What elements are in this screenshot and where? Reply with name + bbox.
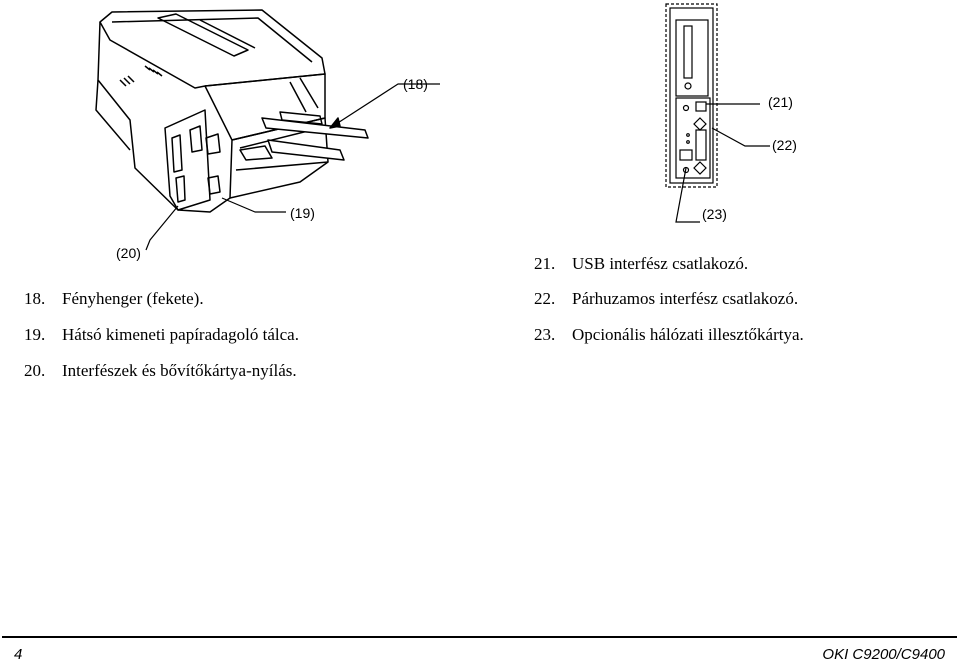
list-item-text: Interfészek és bővítőkártya-nyílás. bbox=[62, 361, 297, 380]
callout-19: (19) bbox=[290, 205, 315, 221]
list-item-number: 19. bbox=[24, 325, 46, 344]
page-number: 4 bbox=[14, 646, 23, 663]
list-item-number: 22. bbox=[534, 289, 556, 308]
list-item-number: 21. bbox=[534, 254, 556, 273]
list-item-19: 19. Hátsó kimeneti papíradagoló tálca. bbox=[24, 325, 299, 345]
list-item-number: 20. bbox=[24, 361, 46, 380]
list-item-20: 20. Interfészek és bővítőkártya-nyílás. bbox=[24, 361, 297, 381]
list-item-text: Hátsó kimeneti papíradagoló tálca. bbox=[62, 325, 299, 344]
list-item-text: Opcionális hálózati illesztőkártya. bbox=[572, 325, 804, 344]
list-item-text: USB interfész csatlakozó. bbox=[572, 254, 749, 273]
callout-20: (20) bbox=[116, 245, 141, 261]
list-item-text: Fényhenger (fekete). bbox=[62, 289, 204, 308]
list-item-number: 18. bbox=[24, 289, 46, 308]
list-item-18: 18. Fényhenger (fekete). bbox=[24, 289, 204, 309]
list-item-23: 23. Opcionális hálózati illesztőkártya. bbox=[534, 325, 804, 345]
callout-23: (23) bbox=[702, 206, 727, 222]
callout-18: (18) bbox=[403, 76, 428, 92]
callout-22: (22) bbox=[772, 137, 797, 153]
callout-21: (21) bbox=[768, 94, 793, 110]
footer-model-name: OKI C9200/C9400 bbox=[822, 646, 945, 663]
list-item-21: 21. USB interfész csatlakozó. bbox=[534, 254, 748, 274]
list-item-22: 22. Párhuzamos interfész csatlakozó. bbox=[534, 289, 798, 309]
list-item-text: Párhuzamos interfész csatlakozó. bbox=[572, 289, 799, 308]
list-item-number: 23. bbox=[534, 325, 556, 344]
footer-divider bbox=[2, 636, 957, 638]
